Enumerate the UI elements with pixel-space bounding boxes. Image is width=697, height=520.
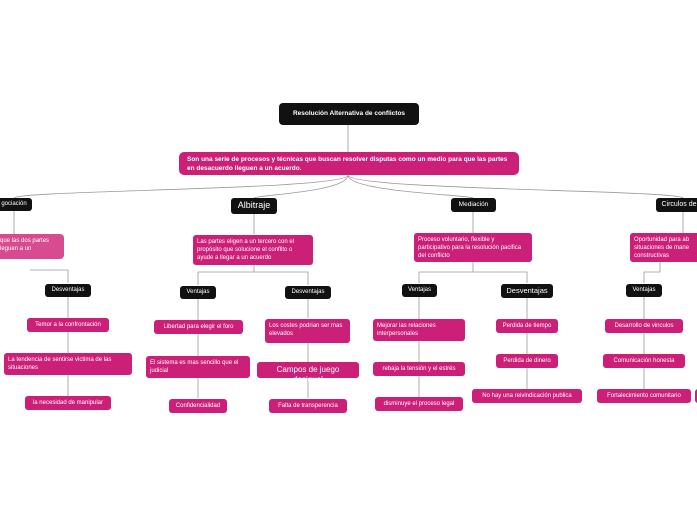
negociacion-desventaja-item[interactable]: Temor a la confrontación (27, 318, 109, 332)
negociacion-desventaja-item[interactable]: La tendencia de sentirse victima de las … (4, 353, 132, 375)
arbitraje-desventaja-item[interactable]: Campos de juego desigual (257, 362, 359, 384)
branch-mediacion[interactable]: Mediación (451, 198, 496, 212)
branch-negociacion[interactable]: gociación (0, 198, 32, 211)
circulos-ventajas-label[interactable]: Ventajas (626, 284, 662, 297)
mediacion-desventaja-item[interactable]: Perdida de dinero (496, 354, 558, 368)
mediacion-desventaja-item[interactable]: Perdida de tiempo (496, 319, 558, 333)
mediacion-desventajas-label[interactable]: Desventajas (501, 284, 553, 298)
arbitraje-ventajas-label[interactable]: Ventajas (180, 286, 216, 299)
branch-circulos[interactable]: Circulos de (656, 198, 697, 212)
negociacion-desventajas-label[interactable]: Desventajas (45, 284, 91, 297)
circulos-description[interactable]: Oportunidad para ab situaciones de mane … (630, 233, 697, 262)
arbitraje-description[interactable]: Las partes eligen a un tercero con el pr… (193, 235, 313, 265)
arbitraje-desventaja-item[interactable]: Falta de transperencia (269, 399, 347, 413)
mediacion-desventaja-item[interactable]: No hay una reivindicación publica (472, 389, 582, 403)
mediacion-ventaja-item[interactable]: disminuye el proceso legal (375, 397, 463, 411)
arbitraje-ventaja-item[interactable]: Confidencialidad (169, 399, 227, 413)
mediacion-ventaja-item[interactable]: rebaja la tensión y el estrés (373, 362, 465, 376)
arbitraje-ventaja-item[interactable]: El sistema es mas sencillo que el judici… (146, 356, 250, 378)
circulos-ventaja-item[interactable]: Desarrollo de vinculos (605, 319, 683, 333)
arbitraje-desventaja-item[interactable]: Los costes podrian ser mas elevados (265, 319, 350, 343)
arbitraje-desventajas-label[interactable]: Desventajas (285, 286, 331, 299)
arbitraje-ventaja-item[interactable]: Libertad para elegir el foro (154, 320, 243, 334)
circulos-partial-node[interactable] (695, 389, 697, 403)
negociacion-desventaja-item[interactable]: la necesidad de manipular (25, 396, 111, 410)
branch-arbitraje[interactable]: Albitraje (231, 198, 277, 214)
mediacion-ventajas-label[interactable]: Ventajas (402, 284, 437, 297)
mediacion-description[interactable]: Proceso voluntario, flexible y participa… (414, 233, 532, 262)
definition-node[interactable]: Son una serie de procesos y técnicas que… (179, 152, 519, 175)
mediacion-ventaja-item[interactable]: Mejorar las relaciones interpersonales (373, 319, 465, 341)
root-topic[interactable]: Resolución Alternativa de conflictos (279, 103, 419, 125)
circulos-ventaja-item[interactable]: Fortalecimiento comunitario (597, 389, 691, 403)
negociacion-description[interactable]: que las dos partes leguen a un (0, 234, 64, 259)
circulos-ventaja-item[interactable]: Comunicación honesta (603, 354, 685, 368)
